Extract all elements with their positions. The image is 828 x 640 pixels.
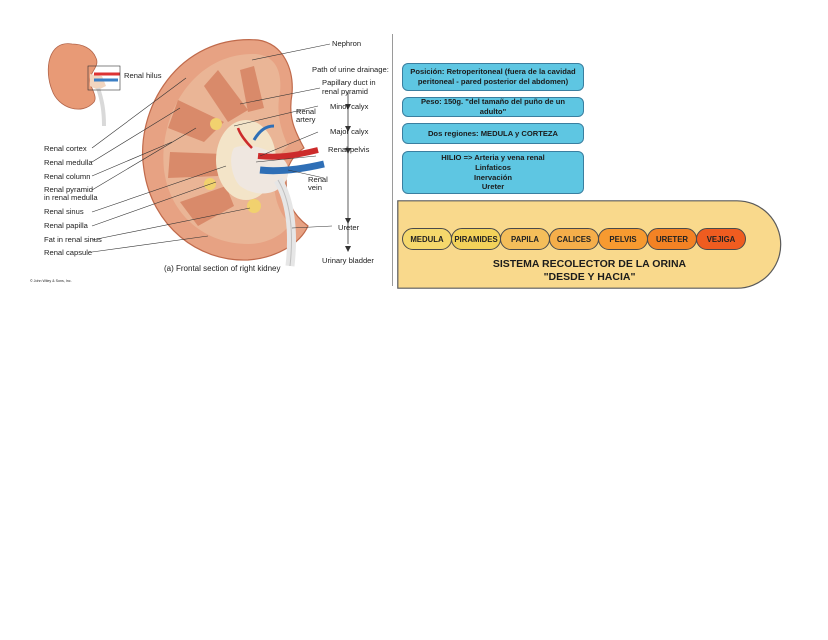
- label-renal-pelvis: Renal pelvis: [328, 145, 370, 154]
- posicion-line-1: Posición: Retroperitoneal (fuera de la c…: [410, 67, 576, 77]
- sequence-step-medula: MEDULA: [402, 228, 452, 250]
- figure-copyright: © John Wiley & Sons, Inc.: [30, 279, 72, 283]
- label-renal-medulla: Renal medulla: [44, 158, 93, 167]
- info-box-regiones: Dos regiones: MEDULA y CORTEZA: [402, 123, 584, 144]
- label-fat-sinus: Fat in renal sinus: [44, 235, 102, 244]
- panel-title-line-2: "DESDE Y HACIA": [543, 270, 636, 283]
- label-papillary-duct: Papillary duct in: [322, 78, 376, 87]
- label-renal-artery: Renal: [296, 107, 316, 116]
- sequence-step-ureter: URETER: [647, 228, 697, 250]
- label-renal-sinus: Renal sinus: [44, 207, 84, 216]
- info-box-peso: Peso: 150g. "del tamaño del puño de un a…: [402, 97, 584, 117]
- label-nephron: Nephron: [332, 39, 361, 48]
- label-path-title: Path of urine drainage:: [312, 65, 389, 74]
- hilio-line-2: Linfaticos: [475, 162, 511, 172]
- section-divider: [392, 34, 393, 286]
- drainage-path: [345, 92, 351, 252]
- posicion-line-2: peritoneal - pared posterior del abdomen…: [417, 77, 569, 86]
- info-box-hilio: HILIO => Arteria y vena renal Linfaticos…: [402, 151, 584, 194]
- sequence-step-vejiga: VEJIGA: [696, 228, 746, 250]
- label-renal-papilla: Renal papilla: [44, 221, 89, 230]
- sequence-step-calices: CALICES: [549, 228, 599, 250]
- regiones-line-1: Dos regiones: MEDULA y CORTEZA: [427, 128, 559, 138]
- kidney-figure: Nephron Path of urine drainage: Papillar…: [28, 30, 394, 292]
- peso-line-1: Peso: 150g. "del tamaño del puño de un a…: [420, 97, 566, 116]
- inset-kidney: [47, 43, 121, 127]
- hilio-line-1: HILIO => Arteria y vena renal: [441, 153, 545, 163]
- label-papillary-duct-2: renal pyramid: [322, 87, 368, 96]
- leader-lines: [91, 43, 333, 253]
- hilio-line-4: Ureter: [481, 182, 505, 192]
- label-renal-vein: Renal: [308, 175, 328, 184]
- figure-caption: (a) Frontal section of right kidney: [164, 264, 281, 273]
- label-renal-column: Renal column: [44, 172, 90, 181]
- info-box-posicion: Posición: Retroperitoneal (fuera de la c…: [402, 63, 584, 91]
- label-major-calyx: Major calyx: [330, 127, 369, 136]
- sequence-step-pelvis: PELVIS: [598, 228, 648, 250]
- label-renal-hilus: Renal hilus: [124, 71, 162, 80]
- label-renal-pyramid-2: in renal medulla: [44, 193, 98, 202]
- label-renal-capsule: Renal capsule: [44, 248, 92, 257]
- label-urinary-bladder: Urinary bladder: [322, 256, 374, 265]
- sequence-step-piramides: PIRAMIDES: [451, 228, 501, 250]
- figure-labels: Nephron Path of urine drainage: Papillar…: [30, 39, 389, 283]
- hilio-line-3: Inervación: [474, 172, 512, 182]
- sequence-step-papila: PAPILA: [500, 228, 550, 250]
- label-renal-cortex: Renal cortex: [44, 144, 87, 153]
- panel-title-line-1: SISTEMA RECOLECTOR DE LA ORINA: [492, 258, 687, 270]
- panel-title: SISTEMA RECOLECTOR DE LA ORINA "DESDE Y …: [397, 258, 782, 284]
- label-renal-vein-2: vein: [308, 183, 322, 192]
- label-renal-pyramid: Renal pyramid: [44, 185, 93, 194]
- label-minor-calyx: Minor calyx: [330, 102, 369, 111]
- main-kidney: [142, 39, 325, 267]
- label-renal-artery-2: artery: [296, 115, 316, 124]
- kidney-illustration: Nephron Path of urine drainage: Papillar…: [30, 39, 389, 283]
- label-ureter: Ureter: [338, 223, 360, 232]
